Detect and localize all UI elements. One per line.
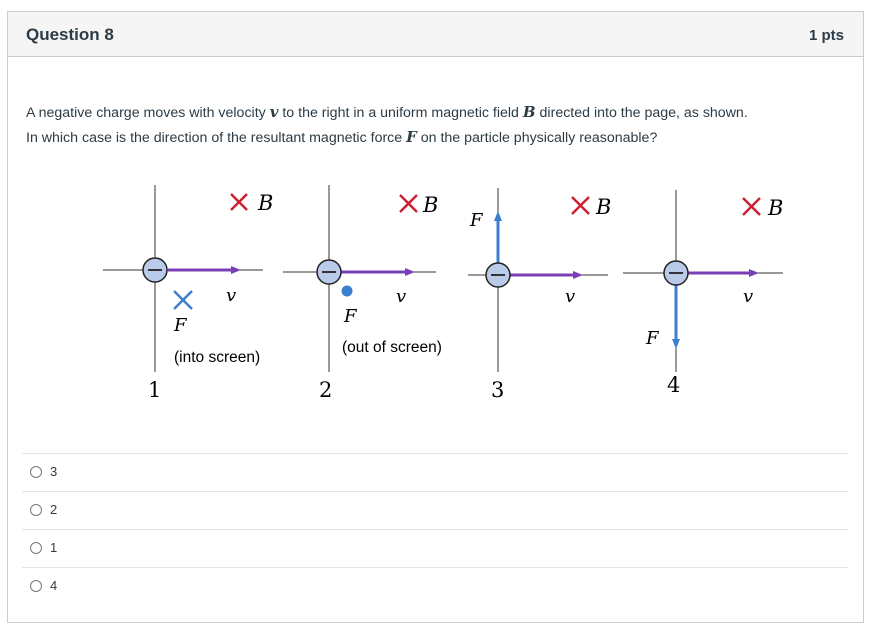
answer-option[interactable]: 3 — [22, 453, 848, 491]
case-2-note: (out of screen) — [342, 339, 442, 356]
answer-option[interactable]: 4 — [22, 567, 848, 605]
case-3-number: 3 — [491, 378, 504, 402]
question-title: Question 8 — [26, 25, 114, 44]
question-text: A negative charge moves with velocity v … — [26, 100, 856, 150]
field-label: B — [257, 191, 273, 215]
force-label: F — [173, 315, 188, 336]
radio-button[interactable] — [30, 504, 42, 516]
velocity-label: v — [565, 286, 575, 307]
field-label: B — [595, 195, 611, 219]
answer-label[interactable]: 1 — [50, 540, 58, 555]
force-label: F — [343, 306, 358, 327]
force-diagram-figure: B v F (into screen) 1 B — [103, 185, 783, 402]
radio-button[interactable] — [30, 466, 42, 478]
answer-label[interactable]: 2 — [50, 502, 58, 517]
case-4-number: 4 — [667, 373, 680, 397]
force-label: F — [645, 328, 660, 349]
question-header: Question 8 1 pts — [8, 12, 863, 57]
answer-list: 3 2 1 4 — [22, 453, 848, 605]
case-1-diagram: B v F (into screen) 1 — [103, 185, 273, 402]
field-into-page-icon — [230, 193, 248, 211]
question-text-segment: to the right in a uniform magnetic field — [282, 105, 519, 121]
velocity-label: v — [743, 286, 753, 307]
case-4-diagram: B v F 4 — [623, 190, 783, 397]
question-text-segment: A negative charge moves with velocity — [26, 105, 266, 121]
case-1-number: 1 — [148, 378, 161, 402]
force-variable: F — [406, 128, 417, 146]
field-label: B — [422, 193, 438, 217]
radio-button[interactable] — [30, 542, 42, 554]
force-out-of-screen-dot — [341, 285, 353, 297]
case-2-number: 2 — [319, 378, 332, 402]
question-text-segment: In which case is the direction of the re… — [26, 130, 403, 146]
radio-button[interactable] — [30, 580, 42, 592]
question-text-segment: on the particle physically reasonable? — [420, 130, 658, 146]
answer-label[interactable]: 3 — [50, 464, 58, 479]
force-label: F — [469, 210, 484, 231]
force-into-screen-icon — [173, 290, 193, 310]
question-card: Question 8 1 pts A negative charge moves… — [7, 11, 864, 623]
question-text-segment: directed into the page, as shown. — [539, 105, 748, 121]
field-label: B — [767, 196, 783, 220]
velocity-label: v — [226, 285, 236, 306]
question-points: 1 pts — [808, 27, 844, 44]
case-2-diagram: B v F (out of screen) 2 — [283, 185, 442, 402]
velocity-variable: v — [269, 103, 279, 121]
case-1-note: (into screen) — [174, 349, 260, 366]
field-variable: B — [522, 103, 536, 121]
velocity-label: v — [396, 286, 406, 307]
field-into-page-icon — [399, 194, 418, 213]
field-into-page-icon — [742, 197, 761, 216]
answer-label[interactable]: 4 — [50, 578, 58, 593]
answer-option[interactable]: 1 — [22, 529, 848, 567]
answer-option[interactable]: 2 — [22, 491, 848, 529]
case-3-diagram: F B v 3 — [468, 188, 611, 402]
field-into-page-icon — [571, 196, 590, 215]
